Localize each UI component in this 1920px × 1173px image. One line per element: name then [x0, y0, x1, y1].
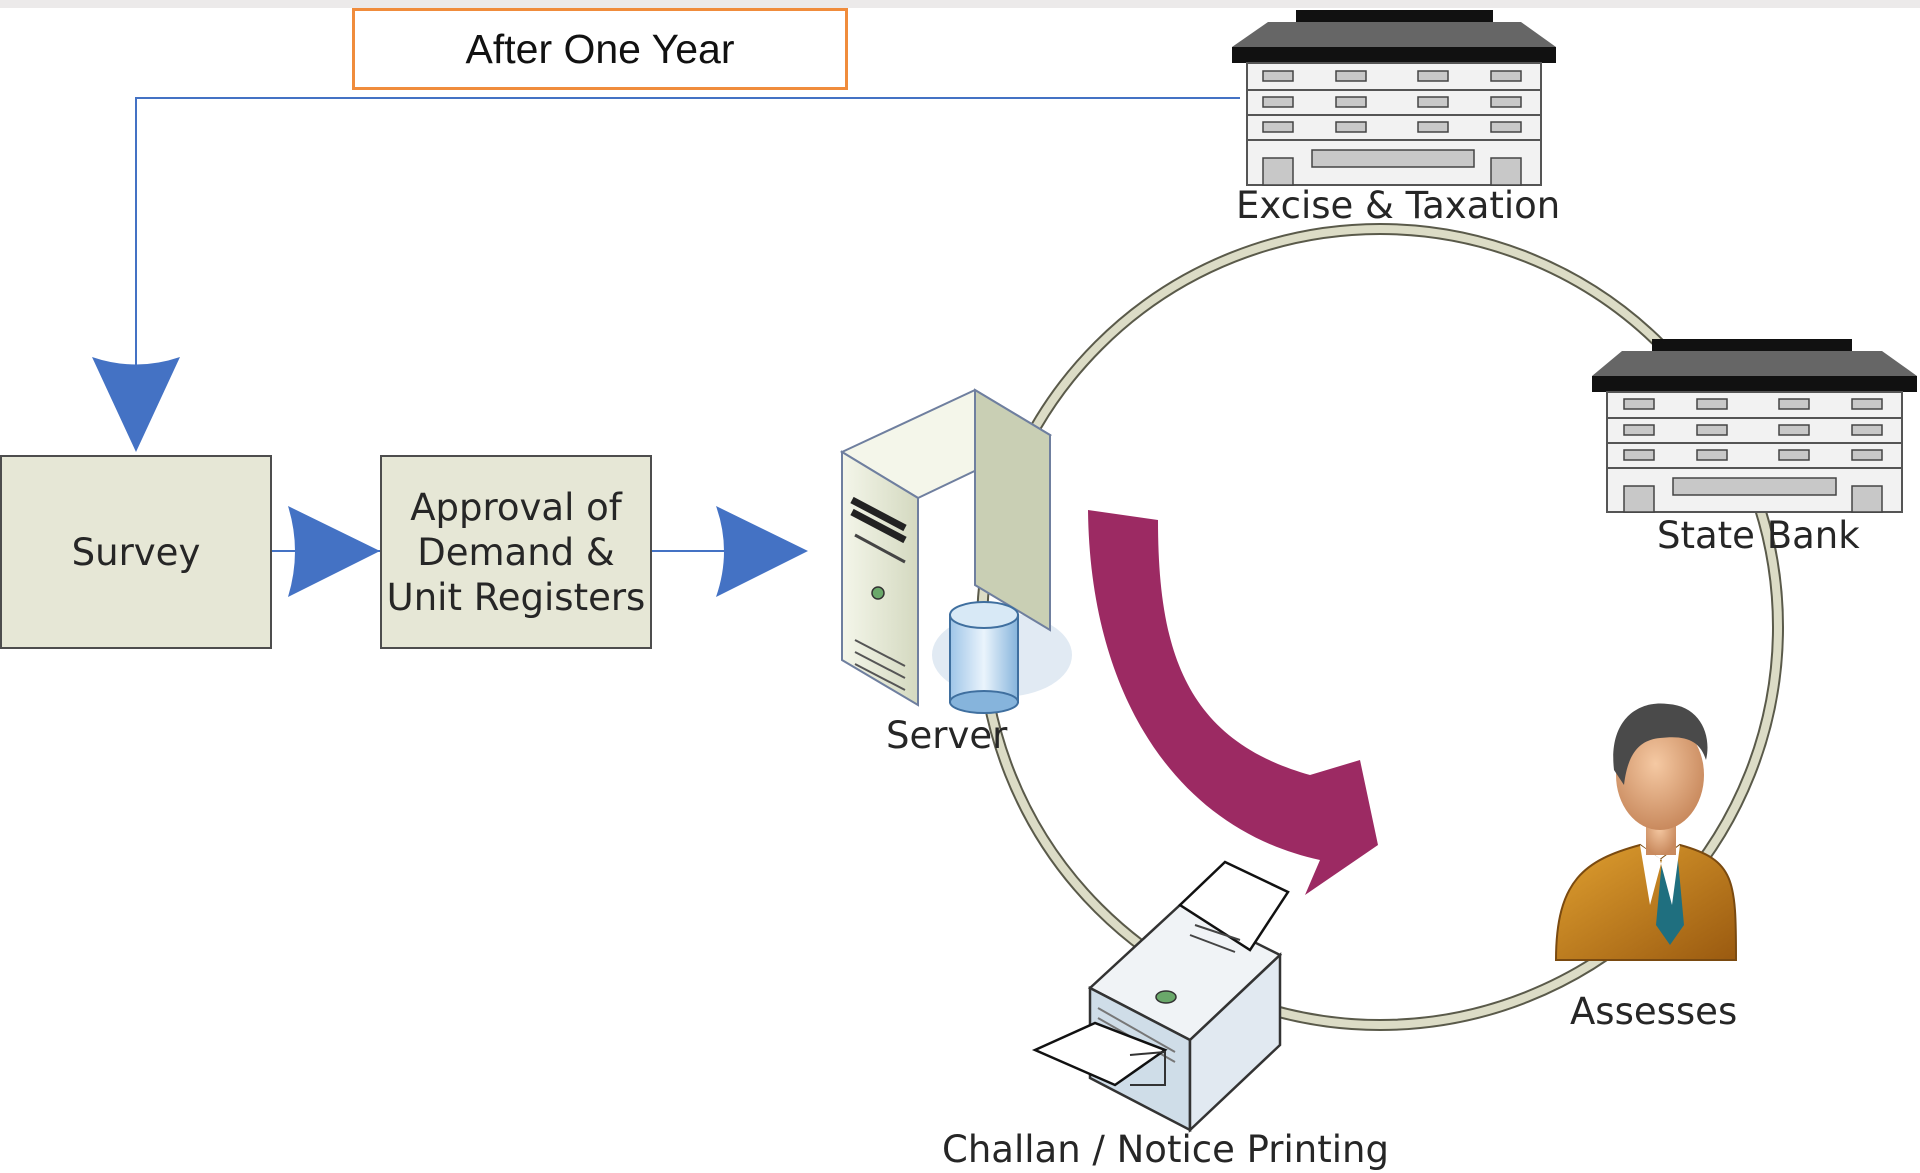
after-one-year-label: After One Year: [352, 8, 848, 90]
server-icon: [839, 388, 1072, 714]
top-band: [0, 0, 1920, 8]
arrow-right-server: [716, 506, 808, 597]
feedback-connector: [135, 97, 1240, 400]
survey-box: Survey: [0, 455, 272, 649]
state-bank-label: State Bank: [1657, 514, 1860, 557]
printer-icon: [1031, 860, 1290, 1133]
person-icon: [1554, 703, 1738, 961]
excise-building-icon: [1232, 10, 1556, 186]
assesses-label: Assesses: [1570, 990, 1738, 1033]
state-bank-building-icon: [1592, 339, 1917, 513]
distribution-arrow: [1088, 510, 1378, 895]
approval-box: Approval of Demand & Unit Registers: [380, 455, 652, 649]
printing-label: Challan / Notice Printing: [942, 1128, 1389, 1171]
arrow-right-approval: [288, 506, 380, 597]
excise-label: Excise & Taxation: [1236, 184, 1561, 227]
arrow-down-survey: [92, 357, 180, 452]
server-label: Server: [886, 714, 1008, 757]
